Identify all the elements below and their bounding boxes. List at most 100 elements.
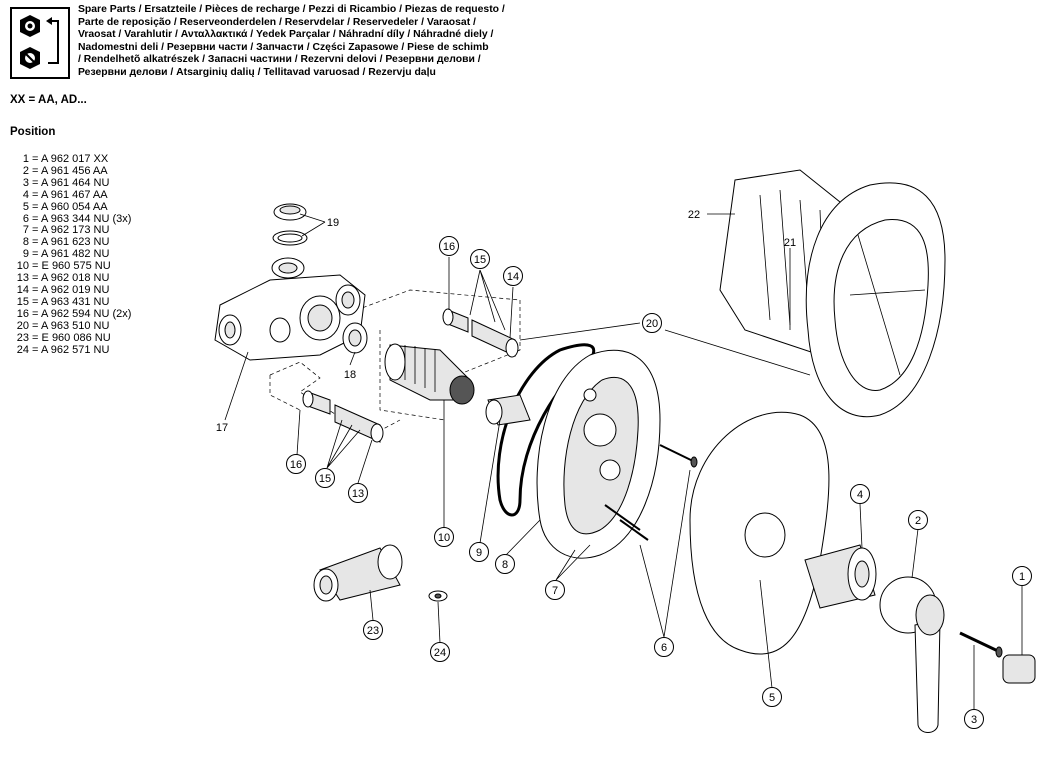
callout-8: 8 (495, 554, 515, 574)
callout-22: 22 (688, 209, 700, 221)
part-equals-sign: = (29, 236, 41, 249)
cover-plate-part (689, 411, 830, 655)
callout-24: 24 (430, 642, 450, 662)
svg-text:7: 7 (552, 585, 558, 597)
part-position-number: 23 (16, 331, 29, 344)
spare-parts-icon (10, 7, 70, 79)
callout-3: 3 (964, 709, 984, 729)
part-equals-sign: = (29, 272, 41, 285)
mounting-plate-part (536, 349, 661, 559)
callout-21: 21 (784, 237, 796, 249)
svg-text:13: 13 (352, 488, 364, 500)
parts-list-row: 20 = A 963 510 NU (12, 319, 131, 333)
part-code: A 961 467 AA (40, 188, 108, 201)
callout-23: 23 (363, 620, 383, 640)
parts-list-row: 6 = A 963 344 NU (3x) (12, 212, 132, 226)
part-position-number: 6 (22, 212, 29, 225)
part-code: A 962 017 XX (40, 153, 109, 165)
header-line: Nadomestni deli / Резервни части / Запча… (78, 41, 489, 53)
part-equals-sign: = (29, 212, 41, 225)
valve-body-part (214, 257, 366, 361)
header-line: Parte de reposição / Reserveonderdelen /… (78, 16, 476, 28)
callout-15-upper: 15 (470, 249, 490, 269)
parts-list-row: 2 = A 961 456 AA (12, 164, 131, 178)
part-position-number: 8 (22, 236, 29, 249)
spare-parts-title: Spare Parts / Ersatzteile / Pièces de re… (78, 4, 548, 80)
callout-13: 13 (348, 483, 368, 503)
variant-note: XX = AA, AD... (10, 94, 87, 106)
part-position-number: 4 (22, 188, 29, 201)
callout-16-upper: 16 (439, 236, 459, 256)
svg-text:24: 24 (434, 647, 446, 659)
part-equals-sign: = (29, 260, 42, 273)
part-code: A 962 019 NU (40, 283, 110, 296)
part-position-number: 15 (16, 295, 29, 308)
svg-text:5: 5 (769, 692, 775, 704)
svg-text:3: 3 (971, 714, 977, 726)
part-position-number: 10 (16, 260, 29, 273)
part-position-number: 5 (22, 200, 29, 213)
part-code: E 960 086 NU (41, 331, 111, 344)
part-equals-sign: = (29, 283, 41, 296)
callout-18: 18 (344, 369, 356, 381)
part-code: A 962 594 NU (2x) (40, 307, 132, 320)
parts-list-row: 5 = A 960 054 AA (12, 200, 131, 214)
part-equals-sign: = (29, 200, 41, 213)
parts-list-row: 23 = E 960 086 NU (12, 331, 131, 345)
washer-part (428, 590, 448, 602)
part-code: E 960 575 NU (41, 260, 111, 273)
svg-text:1: 1 (1019, 571, 1025, 583)
parts-list-row: 7 = A 962 173 NU (12, 224, 131, 237)
callout-1: 1 (1012, 566, 1032, 586)
part-position-number: 20 (16, 319, 29, 332)
part-code: A 962 018 NU (40, 272, 110, 285)
part-code: A 963 431 NU (40, 295, 110, 308)
callout-4: 4 (850, 484, 870, 504)
parts-list-row: 15 = A 963 431 NU (12, 295, 131, 309)
part-code: A 962 173 NU (40, 224, 110, 237)
svg-text:20: 20 (646, 318, 658, 330)
part-code: A 961 623 NU (40, 236, 110, 249)
part-position-number: 13 (16, 272, 29, 285)
seal-gasket-part (496, 343, 596, 517)
svg-text:16: 16 (443, 241, 455, 253)
part-equals-sign: = (29, 248, 41, 261)
svg-text:6: 6 (661, 642, 667, 654)
thermostat-cartridge-part (384, 343, 475, 405)
handle-screw-part (959, 631, 1003, 658)
check-valve-lower-part (302, 390, 384, 443)
parts-list-row: 8 = A 961 623 NU (12, 236, 131, 249)
outlet-adapter-part (313, 544, 403, 602)
parts-list-row: 24 = A 962 571 NU (12, 343, 131, 357)
extension-sleeve-part (804, 544, 877, 609)
svg-text:4: 4 (857, 489, 863, 501)
sleeve-part (485, 394, 531, 426)
parts-list-row: 3 = A 961 464 NU (12, 176, 131, 190)
header-line: Резервни делови / Atsarginių dalių / Tel… (78, 66, 436, 78)
part-position-number: 16 (16, 307, 29, 320)
part-equals-sign: = (29, 164, 41, 177)
part-position-number: 24 (16, 343, 29, 356)
part-position-number: 1 (22, 153, 29, 165)
assembly-guides (269, 289, 521, 437)
part-position-number: 14 (16, 283, 29, 296)
callout-9: 9 (469, 542, 489, 562)
seat-part (342, 322, 368, 354)
part-equals-sign: = (29, 153, 41, 165)
leader-lines (224, 213, 1023, 710)
part-code: A 961 482 NU (40, 248, 110, 261)
part-code: A 961 456 AA (40, 164, 108, 177)
screws-part (604, 444, 698, 541)
callout-7: 7 (545, 580, 565, 600)
cap-part (1002, 654, 1036, 684)
parts-list-row: 10 = E 960 575 NU (12, 260, 131, 273)
part-equals-sign: = (29, 176, 41, 189)
callouts: 22 21 19 18 17 16 15 14 20 4 2 1 16 15 1… (216, 209, 1032, 729)
part-equals-sign: = (29, 307, 41, 320)
part-equals-sign: = (29, 319, 41, 332)
parts-list-row: 1 = A 962 017 XX (12, 153, 131, 166)
callout-20: 20 (642, 313, 662, 333)
callout-15-lower: 15 (315, 468, 335, 488)
filter-insert-part (272, 203, 308, 246)
